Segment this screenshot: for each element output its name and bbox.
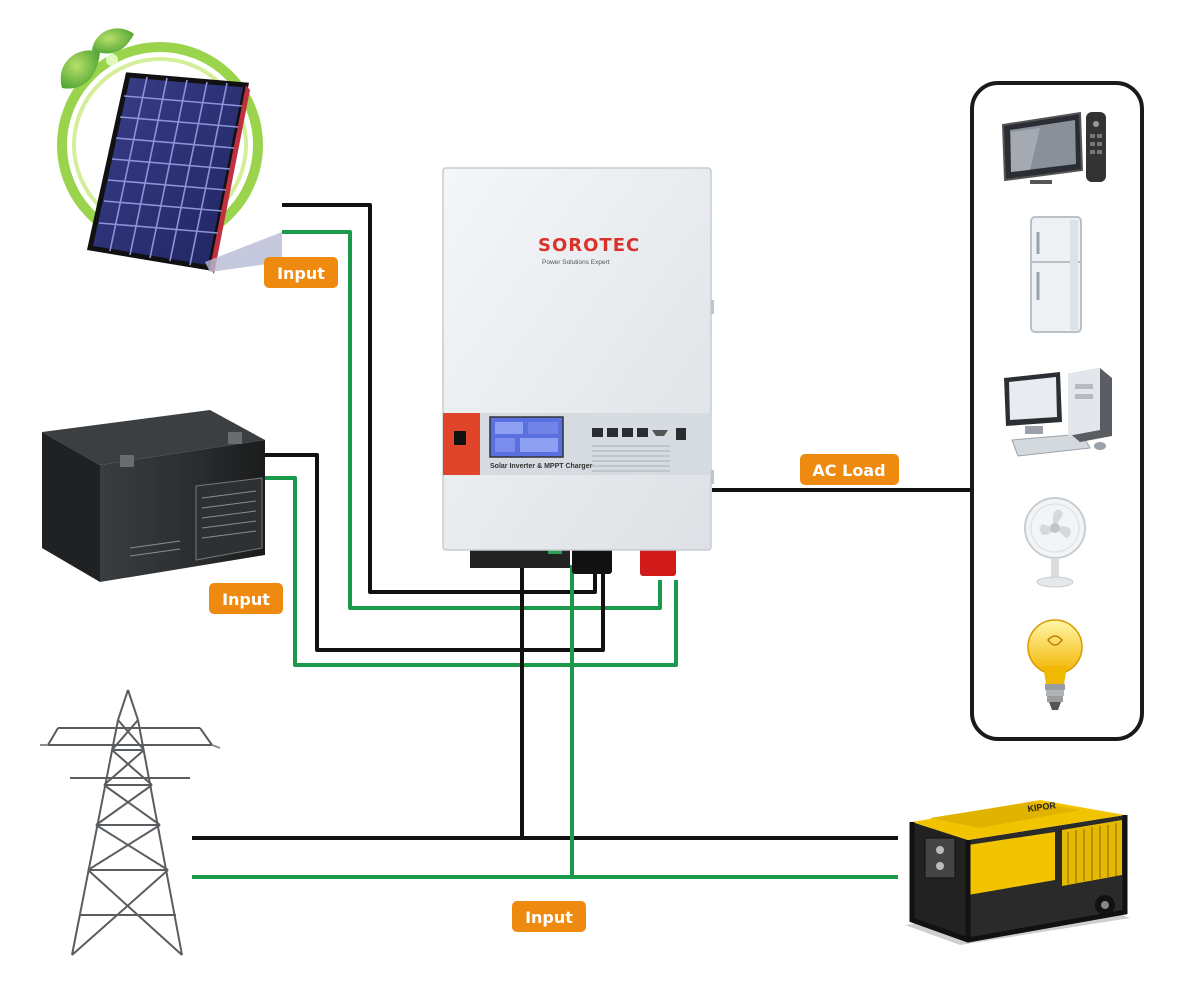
tv-icon: [1001, 111, 1106, 184]
inverter-button-1[interactable]: [592, 428, 603, 437]
ac-load-panel: [970, 81, 1144, 741]
inverter-indicator: [676, 428, 686, 440]
tag-grid-input-text: Input: [525, 908, 573, 927]
generator-icon: KIPOR: [905, 800, 1130, 945]
inverter-brand: SOROTEC: [538, 235, 640, 256]
generator-brand: KIPOR: [1027, 800, 1057, 814]
solar-panel-icon: [86, 72, 282, 274]
battery: [42, 410, 265, 582]
inverter-panel-strip: [443, 413, 711, 475]
tag-battery-input-text: Input: [222, 590, 270, 609]
inverter-button-2[interactable]: [607, 428, 618, 437]
inverter-button-4[interactable]: [637, 428, 648, 437]
battery-wire-negative: [250, 453, 605, 652]
tag-ac-load-text: AC Load: [812, 461, 885, 480]
fridge-icon: [1030, 216, 1082, 333]
tag-grid-input: Input: [512, 901, 586, 932]
tag-solar-input: Input: [264, 257, 338, 288]
inverter-terminal-black: [572, 548, 612, 574]
inverter-button-3[interactable]: [622, 428, 633, 437]
inverter-model: Solar Inverter & MPPT Charger: [490, 463, 593, 470]
spec-table: [592, 445, 670, 472]
tag-battery-input: Input: [209, 583, 283, 614]
inverter-buttons: [592, 428, 686, 440]
solar-wire-positive: [282, 230, 662, 610]
generator: KIPOR: [905, 800, 1130, 945]
inverter-bottom-block: [470, 548, 570, 568]
computer-icon: [1004, 368, 1112, 457]
leaf-icon: [60, 28, 134, 89]
inverter-tagline: Power Solutions Expert: [542, 259, 610, 266]
solar-wire-negative: [282, 203, 597, 594]
inverter: SOROTEC Power Solutions Expert Solar Inv…: [442, 167, 714, 576]
tag-ac-load: AC Load: [800, 454, 899, 485]
power-tower: [40, 689, 221, 956]
tag-solar-input-text: Input: [277, 264, 325, 283]
solar-panel: [57, 28, 282, 274]
battery-icon: [42, 410, 265, 582]
light-bulb-icon: [1027, 619, 1083, 710]
power-switch[interactable]: [454, 431, 466, 445]
power-tower-icon: [40, 689, 221, 956]
inverter-body: [442, 167, 712, 551]
inverter-terminal-red: [640, 548, 676, 576]
fan-icon: [1024, 497, 1086, 588]
